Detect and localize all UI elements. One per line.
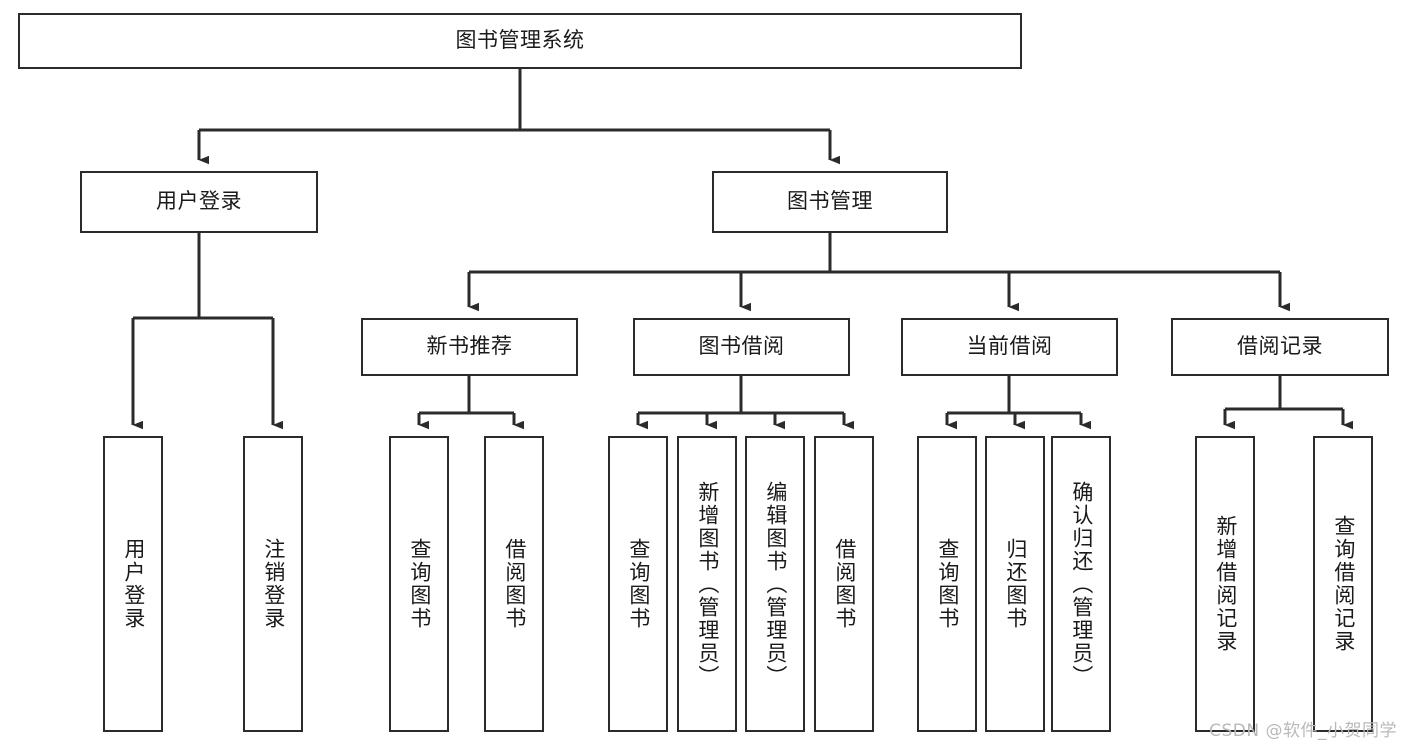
node-book-manage-label: 图书管理	[787, 189, 873, 214]
node-leaf-add-book-label: 新增图书（管理员）	[695, 480, 720, 688]
node-leaf-query-book-2[interactable]: 查询图书	[608, 436, 668, 732]
node-book-manage[interactable]: 图书管理	[712, 171, 948, 233]
edge-group-root	[197, 69, 840, 165]
node-leaf-borrow-book-2-label: 借阅图书	[832, 538, 857, 630]
node-user-login-label: 用户登录	[156, 189, 242, 214]
node-leaf-query-record[interactable]: 查询借阅记录	[1313, 436, 1373, 732]
node-leaf-return-book[interactable]: 归还图书	[985, 436, 1045, 732]
edge-group-current-borrow	[945, 376, 1091, 430]
node-leaf-confirm-return[interactable]: 确认归还（管理员）	[1051, 436, 1111, 732]
node-leaf-add-book[interactable]: 新增图书（管理员）	[677, 436, 737, 732]
edge-group-borrow-record	[1223, 376, 1353, 430]
node-leaf-query-book-3-label: 查询图书	[935, 538, 960, 630]
node-leaf-query-book-3[interactable]: 查询图书	[917, 436, 977, 732]
node-leaf-query-book-1[interactable]: 查询图书	[389, 436, 449, 732]
node-leaf-borrow-book-2[interactable]: 借阅图书	[814, 436, 874, 732]
node-leaf-confirm-return-label: 确认归还（管理员）	[1069, 480, 1094, 688]
node-leaf-edit-book[interactable]: 编辑图书（管理员）	[745, 436, 805, 732]
node-book-borrow-label: 图书借阅	[698, 334, 785, 359]
node-root[interactable]: 图书管理系统	[18, 13, 1022, 69]
node-leaf-query-book-1-label: 查询图书	[407, 538, 432, 630]
node-leaf-add-record-label: 新增借阅记录	[1213, 515, 1238, 653]
node-leaf-query-book-2-label: 查询图书	[626, 538, 651, 630]
node-user-login[interactable]: 用户登录	[80, 171, 318, 233]
node-book-borrow[interactable]: 图书借阅	[633, 318, 850, 376]
node-current-borrow[interactable]: 当前借阅	[901, 318, 1118, 376]
node-leaf-edit-book-label: 编辑图书（管理员）	[763, 480, 788, 688]
node-borrow-record-label: 借阅记录	[1237, 334, 1323, 359]
edge-group-new-book-recommend	[417, 376, 524, 430]
node-leaf-borrow-book-1[interactable]: 借阅图书	[484, 436, 544, 732]
edge-group-book-borrow	[636, 376, 854, 430]
node-leaf-add-record[interactable]: 新增借阅记录	[1195, 436, 1255, 732]
node-new-book-recommend[interactable]: 新书推荐	[361, 318, 578, 376]
node-borrow-record[interactable]: 借阅记录	[1171, 318, 1389, 376]
edge-group-book-manage	[467, 233, 1290, 312]
node-leaf-user-logout-label: 注销登录	[261, 538, 286, 630]
node-current-borrow-label: 当前借阅	[966, 334, 1053, 359]
node-root-label: 图书管理系统	[455, 28, 585, 53]
node-leaf-query-record-label: 查询借阅记录	[1331, 515, 1356, 653]
node-leaf-user-logout[interactable]: 注销登录	[243, 436, 303, 732]
node-leaf-user-login[interactable]: 用户登录	[103, 436, 163, 732]
node-new-book-recommend-label: 新书推荐	[426, 334, 513, 359]
edge-group-user-login	[131, 233, 283, 430]
node-leaf-borrow-book-1-label: 借阅图书	[502, 538, 527, 630]
node-leaf-return-book-label: 归还图书	[1003, 538, 1028, 630]
node-leaf-user-login-label: 用户登录	[121, 538, 146, 630]
